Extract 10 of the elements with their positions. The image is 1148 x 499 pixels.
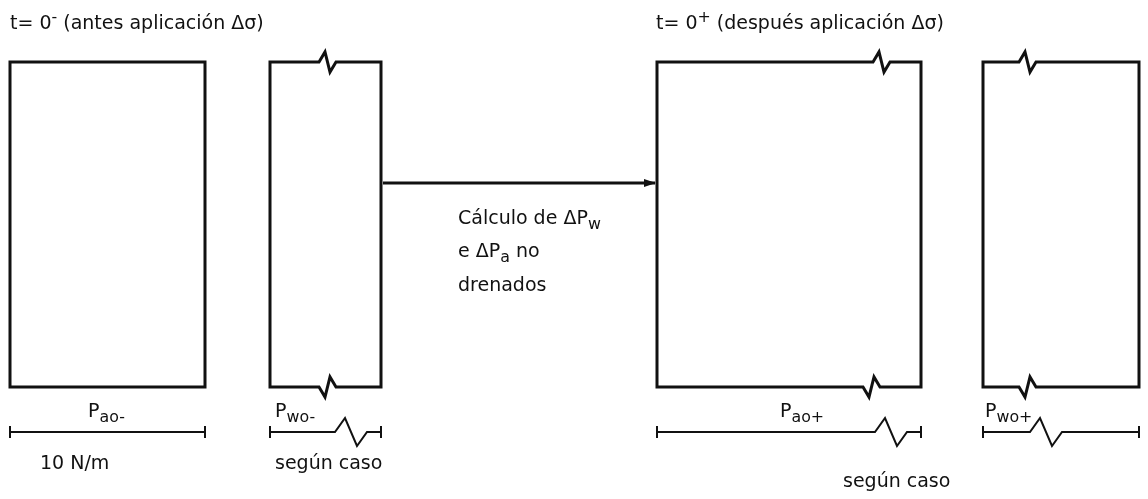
pressure-label: P$_{wo-}$ [275, 400, 316, 426]
note-text: según caso [275, 452, 383, 473]
note-text: según caso [843, 470, 951, 491]
arrow [383, 179, 656, 187]
pressure-label: P$_{ao-}$ [88, 400, 125, 426]
pressure-label: P$_{wo+}$ [985, 400, 1033, 426]
heading: t= 0$^{-}$ (antes aplicación Δσ) [10, 8, 264, 34]
heading: t= 0$^{+}$ (después aplicación Δσ) [656, 8, 944, 34]
pressure-label: P$_{ao+}$ [780, 400, 825, 426]
scale-value: 10 N/m [40, 452, 110, 473]
